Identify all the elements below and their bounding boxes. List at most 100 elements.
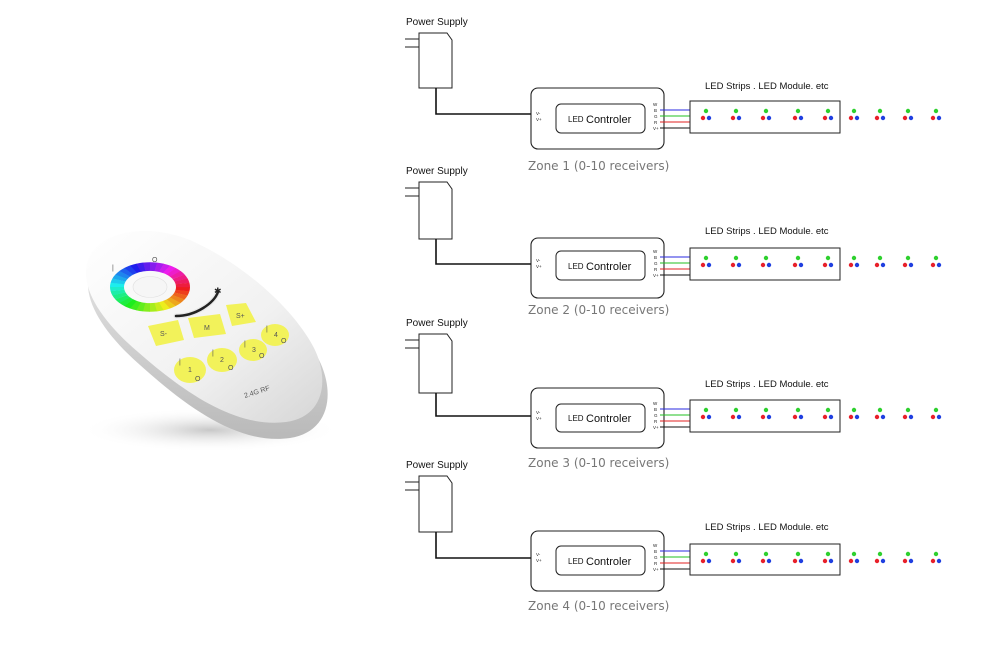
zone-1-on: | [179,359,181,366]
zone-2-group: Power Supply LED Controler V- V+ W B G R… [405,166,942,299]
color-wheel-center[interactable] [132,276,168,298]
output-pin-g: G [654,114,658,119]
power-on-symbol[interactable]: | [112,265,114,272]
led-triplet [902,551,914,564]
led-triplet [874,255,886,268]
led-strip-label: LED Strips . LED Module. etc [705,81,829,92]
rgbw-remote-control: | O ✱ S- M S+ | 4 O | 3 O | 2 O | 1 O 2.… [80,230,340,452]
speed-up-button[interactable] [226,303,256,326]
zone-4-label: Zone 4 (0-10 receivers) [528,599,669,613]
led-triplet [930,108,942,121]
zone-button-2[interactable]: | 2 O [207,348,237,372]
led-triplet [730,551,742,564]
output-wires [660,109,690,129]
input-pin-vplus: V+ [536,264,542,269]
output-pin-r: R [654,561,658,566]
output-wires [660,550,690,570]
controller-word-text: Controler [586,413,632,425]
power-wire [435,532,533,559]
zone-button-4[interactable]: | 4 O [261,324,289,346]
brightness-sun-icon: ✱ [214,286,222,296]
led-triplet [822,108,834,121]
zone-button-1[interactable]: | 1 O [174,357,206,383]
zone-3-off: O [259,353,265,360]
zone-1-label: 1 [188,367,192,374]
led-triplet [902,407,914,420]
output-pins: W B G R V+ [653,249,659,278]
controller-word-text: Controler [586,114,632,126]
zone-3-group: Power Supply LED Controler V- V+ W B G R… [405,318,942,449]
output-pin-w: W [653,102,658,107]
zone-4-label: 4 [274,332,278,339]
controller-led-text: LED [568,115,584,124]
led-triplet [822,255,834,268]
speed-up-label: S+ [236,313,245,320]
input-pin-vplus: V+ [536,117,542,122]
input-pin-vminus: V- [536,258,541,263]
mode-button[interactable] [188,314,226,338]
speed-down-label: S- [160,331,168,338]
power-supply-box [405,475,453,533]
led-strip-box [689,543,841,576]
led-triplet [930,255,942,268]
zone-2-label: Zone 2 (0-10 receivers) [528,303,669,317]
led-triplet [930,551,942,564]
output-pin-vplus: V+ [653,425,659,430]
led-triplet [848,407,860,420]
led-strip-box [689,100,841,134]
led-strip-label: LED Strips . LED Module. etc [705,379,829,390]
led-strip-leds [700,108,942,121]
power-supply-label: Power Supply [406,318,468,329]
output-pin-vplus: V+ [653,126,659,131]
input-pin-vminus: V- [536,111,541,116]
led-triplet [760,407,772,420]
zone-3-on: | [244,341,246,348]
power-off-symbol[interactable]: O [152,257,158,264]
led-triplet [792,551,804,564]
led-strip-leds [700,255,942,268]
led-triplet [902,108,914,121]
zone-3-label: 3 [252,347,256,354]
input-pin-vminus: V- [536,552,541,557]
led-triplet [760,108,772,121]
power-supply-box [405,32,453,89]
zone-2-off: O [228,365,234,372]
controller-word-text: Controler [586,261,632,273]
zone-button-3[interactable]: | 3 O [239,339,267,361]
led-triplet [730,407,742,420]
zone-4-group: Power Supply LED Controler V- V+ W B G R… [405,460,942,592]
zone-4-on: | [266,326,268,333]
mode-label: M [204,325,210,332]
led-triplet [760,551,772,564]
controller-inner-box [555,545,646,576]
led-triplet [874,551,886,564]
controller-led-text: LED [568,262,584,271]
led-triplet [822,551,834,564]
output-pin-b: B [654,255,657,260]
led-triplet [902,255,914,268]
output-wires [660,256,690,276]
output-pins: W B G R V+ [653,102,659,131]
controller-inner-box [555,403,646,433]
led-triplet [874,108,886,121]
input-pin-vplus: V+ [536,558,542,563]
led-triplet [848,108,860,121]
led-strip-leds [700,407,942,420]
led-triplet [822,407,834,420]
led-strip-box [689,247,841,281]
output-pins: W B G R V+ [653,401,659,430]
output-pin-vplus: V+ [653,273,659,278]
led-triplet [700,551,712,564]
output-pin-b: B [654,108,657,113]
speed-down-button[interactable] [148,320,184,346]
led-triplet [848,551,860,564]
color-wheel[interactable] [110,262,190,312]
led-triplet [792,108,804,121]
power-supply-label: Power Supply [406,17,468,28]
led-triplet [792,255,804,268]
zone-2-label: 2 [220,357,224,364]
zone-1-group: Power Supply LED Controler V- V+ W B G R… [405,17,942,150]
led-triplet [730,255,742,268]
controller-led-text: LED [568,414,584,423]
